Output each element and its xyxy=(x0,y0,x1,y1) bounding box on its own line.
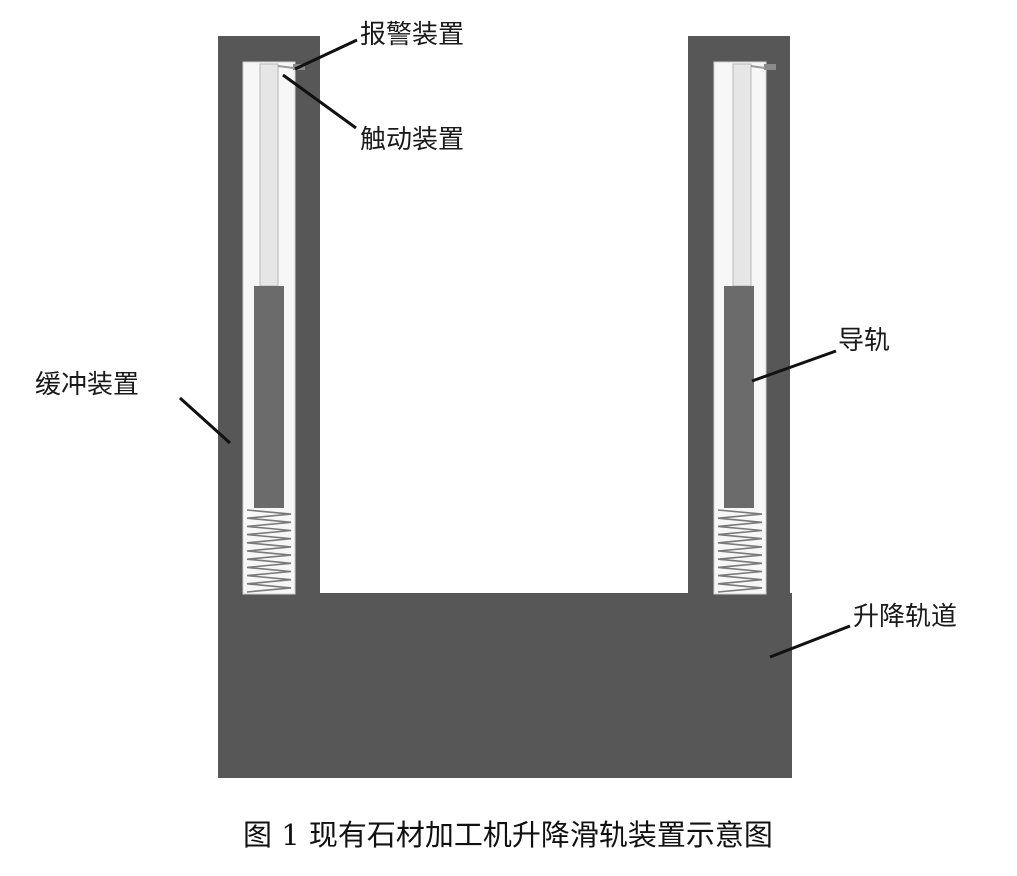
buffer-leader-line xyxy=(178,396,232,445)
alarm-leader-line xyxy=(294,38,358,71)
lift-track-base xyxy=(218,593,792,778)
buffer-device-label: 缓冲装置 xyxy=(35,370,139,400)
left-spring xyxy=(246,509,292,593)
guide-rail-label: 导轨 xyxy=(838,326,890,356)
trigger-device-label: 触动装置 xyxy=(360,125,464,155)
trigger-leader-line xyxy=(282,73,357,130)
left-guide-rod xyxy=(254,286,284,508)
right-tube xyxy=(732,63,752,287)
right-trigger-pin xyxy=(750,65,766,69)
figure-caption: 图 1 现有石材加工机升降滑轨装置示意图 xyxy=(243,818,773,852)
right-alarm-device xyxy=(764,64,776,70)
right-spring xyxy=(717,509,763,593)
lift-track-label: 升降轨道 xyxy=(853,602,957,632)
guide-rail-leader-line xyxy=(751,349,837,383)
alarm-device-label: 报警装置 xyxy=(360,20,464,50)
right-guide-rod xyxy=(724,286,754,508)
left-tube xyxy=(259,63,279,287)
lift-track-leader-line xyxy=(769,624,851,659)
left-trigger-pin xyxy=(277,65,295,69)
